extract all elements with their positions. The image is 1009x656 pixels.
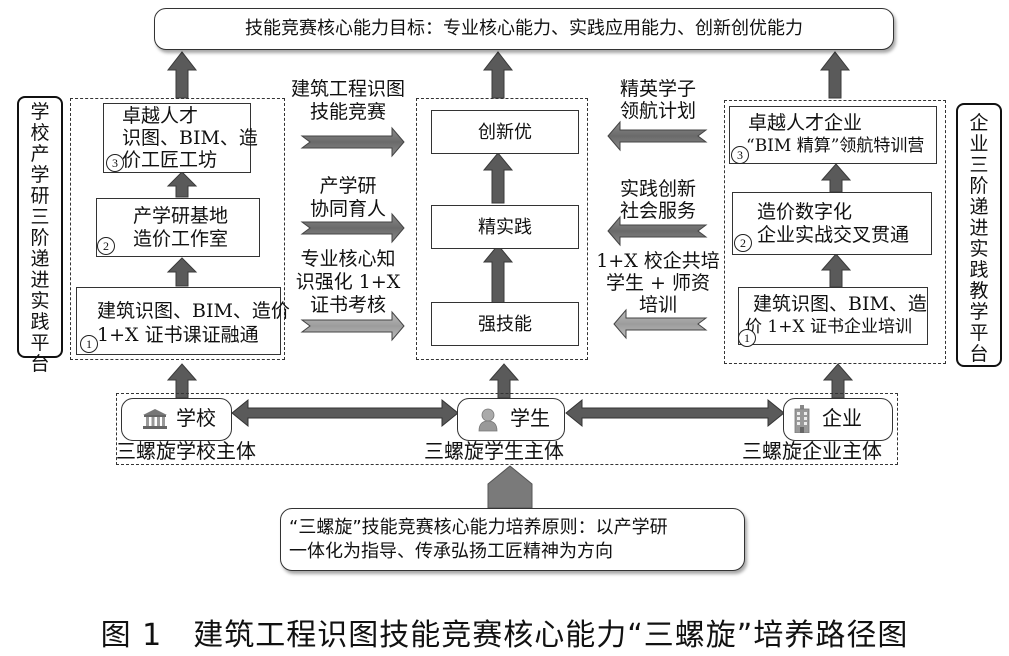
right-step-2-line2: 企业实战交叉贯通 [757,224,910,246]
actor-student-name: 学生 [510,406,550,430]
right-platform-container [724,100,946,364]
right-step-1-line1: 建筑识图、BIM、造 [753,293,927,315]
right-step-2-box: 造价数字化 企业实战交叉贯通 2 [732,192,932,255]
center-step-practice: 精实践 [478,217,532,238]
actor-school-caption: 三螺旋学校主体 [116,439,256,463]
center-container [416,98,588,360]
left-platform-container [70,98,285,360]
right-step-2-line1: 造价数字化 [757,201,853,223]
center-step-skill-box: 强技能 [431,302,579,346]
left-step-1-line1: 建筑识图、BIM、造价 [97,300,290,322]
center-step-practice-box: 精实践 [431,205,579,249]
left-platform-label: 学校产学研三阶递进实践平台 [30,101,50,375]
left-arrow-3-label-line2: 识强化 1+X [295,271,401,293]
actor-student-caption: 三螺旋学生主体 [424,439,564,463]
left-step-2-line2: 造价工作室 [133,228,229,250]
actors-container [116,393,898,465]
arrow-school-to-left-platform [166,363,198,399]
right-arrow-2-label-line2: 社会服务 [619,200,696,222]
left-step-3-line1: 卓越人才 [122,105,199,127]
arrow-center-to-goal [482,51,514,99]
right-arrow-3-label-line1: 1+X 校企共培 [596,250,720,272]
arrow-right-cotraining [613,308,708,340]
right-step-1-box: 建筑识图、BIM、造 价 1+X 证书企业培训 1 [738,287,928,347]
student-person-icon [478,408,498,432]
left-step-3-box: 卓越人才 识图、BIM、造 价工匠工坊 3 [103,103,258,173]
arrow-right-step1-to-step2 [820,253,852,288]
left-step-1-line2: 1+X 证书课证融通 [97,324,259,346]
right-step-3-line1: 卓越人才企业 [748,112,863,134]
arrow-enterprise-to-right-platform [822,363,854,399]
actor-enterprise: 企业 [783,398,893,441]
left-step-1-number: 1 [80,335,98,353]
arrow-center-step2-to-step3 [482,152,514,204]
right-arrow-1-label-line2: 领航计划 [619,100,696,122]
arrow-right-platform-to-goal [819,51,851,99]
left-step-2-number: 2 [97,237,115,255]
arrow-left-platform-to-goal [166,51,198,99]
principle-line1: “三螺旋”技能竞赛核心能力培养原则：以产学研 [289,517,668,538]
right-step-3-box: 卓越人才企业 “BIM 精算”领航特训营 3 [729,106,937,164]
core-ability-goal-box: 技能竞赛核心能力目标：专业核心能力、实践应用能力、创新创优能力 [154,8,894,50]
center-step-skill: 强技能 [478,314,532,335]
left-step-3-line3: 价工匠工坊 [122,149,218,171]
left-platform-label-box: 学校产学研三阶递进实践平台 [17,96,63,375]
left-step-3-number: 3 [106,154,124,172]
right-step-2-number: 2 [734,234,752,252]
school-building-icon [142,408,168,430]
arrow-center-step1-to-step2 [482,244,514,307]
left-step-1-box: 建筑识图、BIM、造价 1+X 证书课证融通 1 [76,287,290,355]
actor-school: 学校 [121,398,232,441]
right-step-3-number: 3 [731,146,749,164]
arrow-right-step2-to-step3 [820,163,852,193]
left-arrow-1-label-line1: 建筑工程识图 [290,78,405,100]
principle-box: “三螺旋”技能竞赛核心能力培养原则：以产学研 一体化为指导、传承弘扬工匠精神为方… [280,508,745,571]
actor-enterprise-name: 企业 [822,406,862,430]
arrow-student-to-center [488,363,520,399]
actor-school-name: 学校 [176,406,216,430]
right-arrow-2-label-line1: 实践创新 [619,178,696,200]
arrow-right-service [607,215,708,247]
left-step-2-line1: 产学研基地 [133,205,229,227]
arrow-left-coeducation [300,212,405,244]
enterprise-building-icon [794,405,810,434]
left-arrow-2-label-line2: 协同育人 [309,198,386,220]
right-platform-label-box: 企业三阶递进实践教学平台 [956,103,1002,367]
arrow-right-elite [607,120,708,152]
right-step-1-line2: 价 1+X 证书企业培训 [745,317,912,337]
right-arrow-3-label-line2: 学生 + 师资 [606,272,710,294]
arrow-principle-to-student [487,465,533,509]
left-arrow-1-label-line2: 技能竞赛 [309,101,386,123]
left-arrow-3-label-line1: 专业核心知 [300,248,396,270]
figure-caption: 图 1 建筑工程识图技能竞赛核心能力“三螺旋”培养路径图 [100,618,909,653]
right-arrow-1-label-line1: 精英学子 [619,78,696,100]
right-step-3-line2: “BIM 精算”领航特训营 [746,136,925,156]
actor-student: 学生 [457,398,565,441]
principle-line2: 一体化为指导、传承弘扬工匠精神为方向 [289,541,613,562]
left-step-3-line2: 识图、BIM、造 [122,127,258,149]
actor-enterprise-caption: 三螺旋企业主体 [742,439,882,463]
right-platform-label: 企业三阶递进实践教学平台 [969,112,989,365]
arrow-left-step2-to-step3 [166,171,198,198]
right-step-1-number: 1 [738,329,756,347]
center-step-innovation: 创新优 [478,122,532,143]
left-arrow-2-label-line1: 产学研 [319,175,377,197]
arrow-left-competition [300,126,405,158]
right-arrow-3-label-line3: 培训 [638,294,677,316]
arrow-left-step1-to-step2 [166,257,198,287]
arrow-left-certificate [300,310,405,342]
left-arrow-3-label-line3: 证书考核 [309,294,386,316]
core-ability-goal-text: 技能竞赛核心能力目标：专业核心能力、实践应用能力、创新创优能力 [245,18,803,39]
center-step-innovation-box: 创新优 [431,110,579,154]
left-step-2-box: 产学研基地 造价工作室 2 [96,198,260,257]
